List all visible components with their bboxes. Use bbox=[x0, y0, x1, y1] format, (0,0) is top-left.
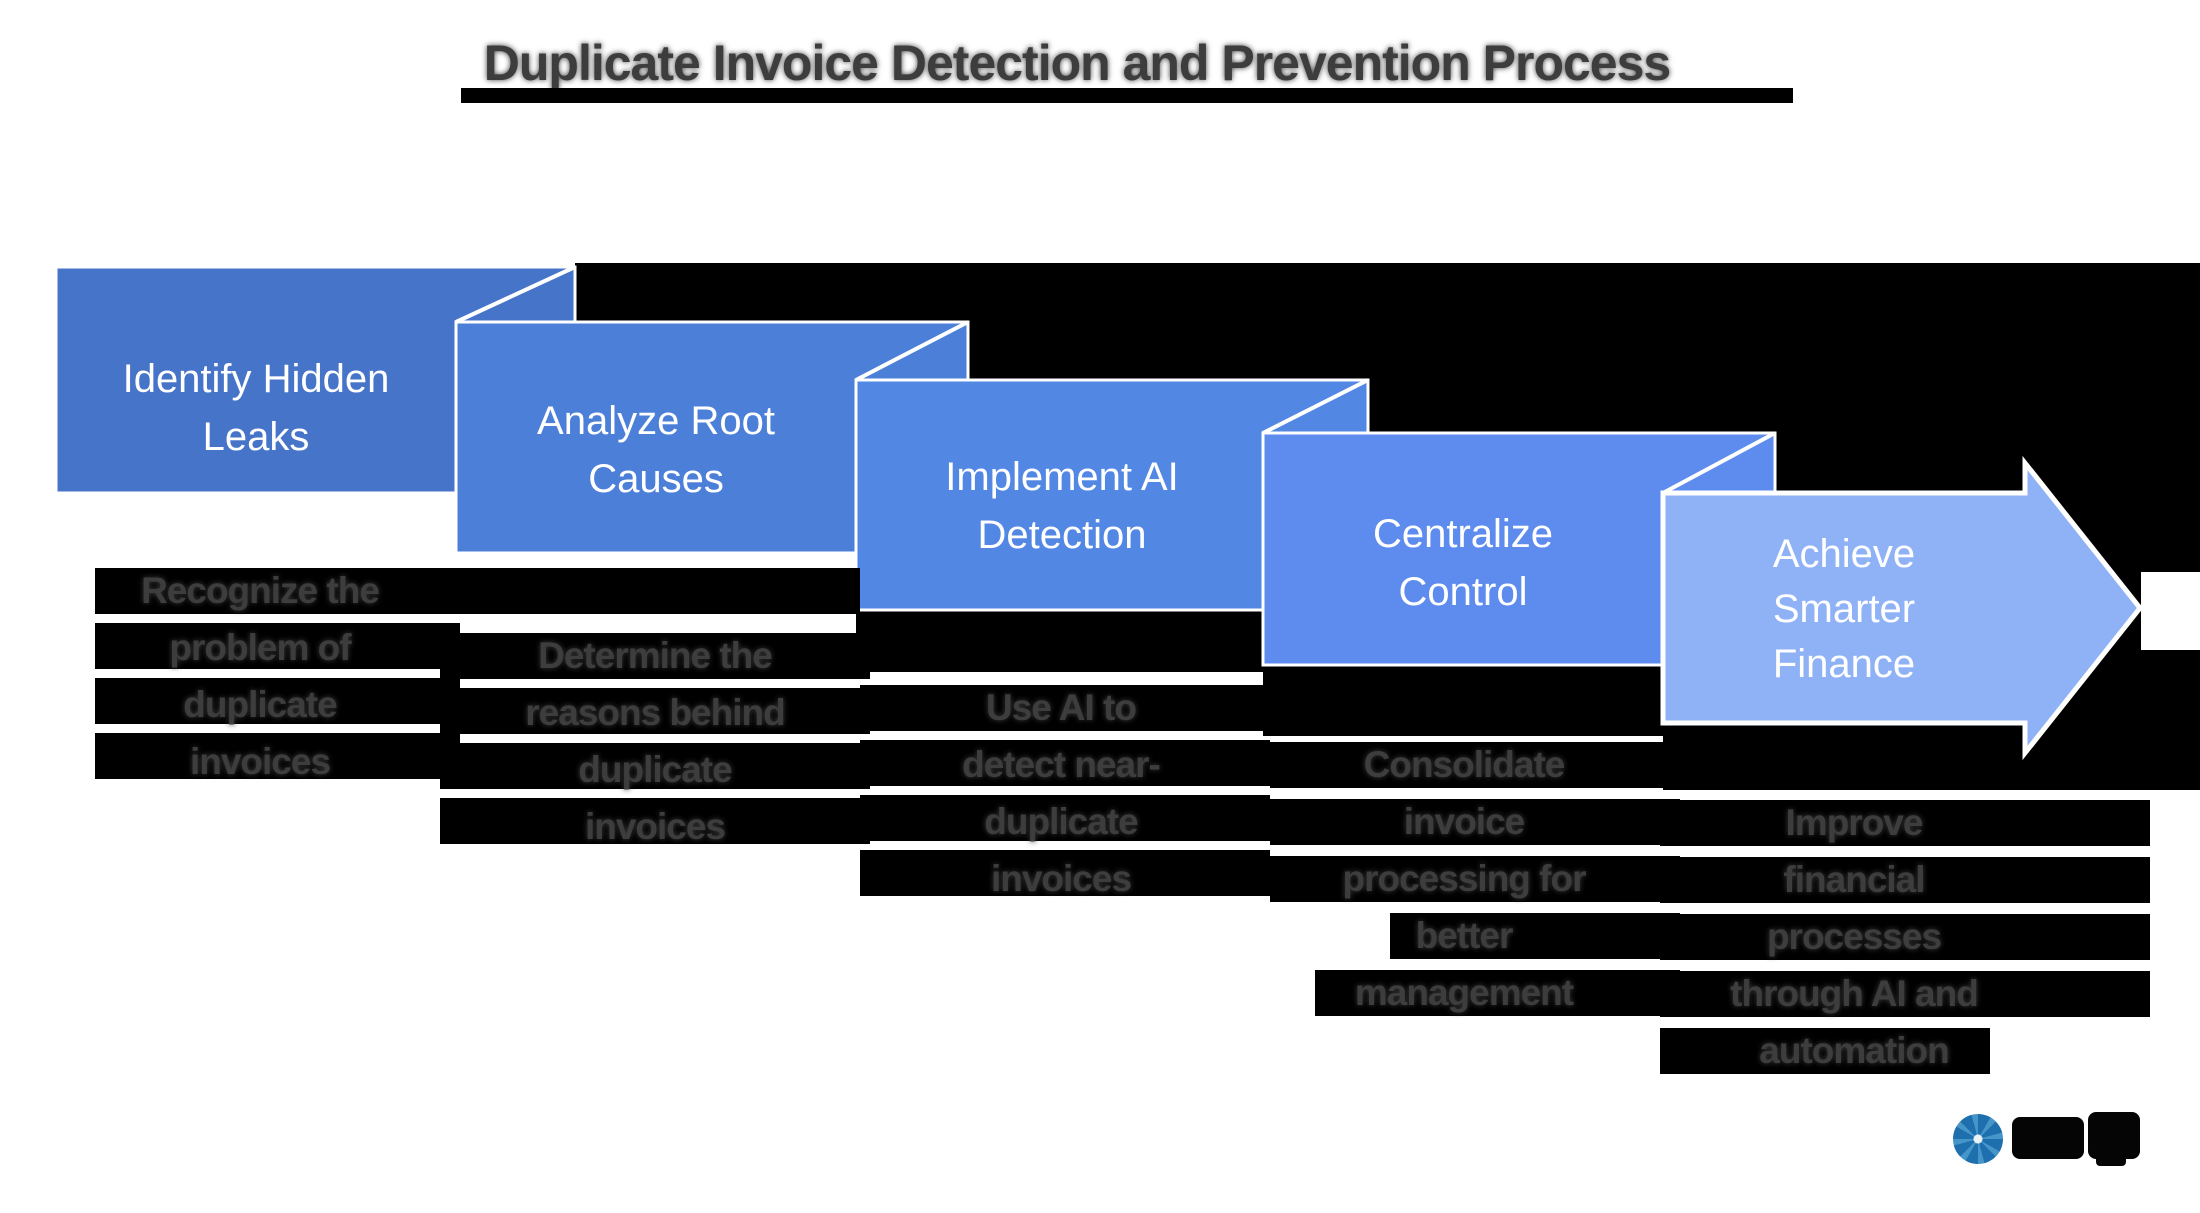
description-highlight-band bbox=[860, 850, 1270, 896]
fold-line bbox=[855, 320, 969, 382]
logo-wordmark bbox=[2096, 1152, 2126, 1166]
backdrop-rect bbox=[968, 322, 2200, 380]
description-highlight-band bbox=[440, 798, 870, 844]
step-description-1: Recognize the problem of duplicate invoi… bbox=[141, 570, 380, 782]
fold-line bbox=[1662, 431, 1776, 495]
description-highlight-band bbox=[440, 743, 870, 789]
description-highlight-band bbox=[860, 740, 1270, 786]
step-label-1: Identify Hidden Leaks bbox=[122, 357, 390, 459]
step-label-3: Implement AI Detection bbox=[945, 455, 1179, 557]
description-highlight-band bbox=[1270, 742, 1680, 788]
step-label-5: Achieve Smarter Finance bbox=[1772, 532, 1916, 686]
backdrop-rect bbox=[575, 263, 2200, 322]
step-description-4: Consolidate invoice processing for bette… bbox=[1342, 744, 1587, 1013]
step-description-5: Improve financial processes through AI a… bbox=[1730, 802, 1979, 1071]
description-highlight-band bbox=[95, 678, 460, 724]
step-label-4: Centralize Control bbox=[1372, 512, 1554, 614]
step-label-2: Analyze Root Causes bbox=[537, 399, 775, 501]
logo-wordmark bbox=[2012, 1117, 2084, 1159]
description-highlight-band bbox=[440, 688, 870, 734]
arrow-tip-notch bbox=[2141, 572, 2200, 650]
description-highlight-band bbox=[1315, 970, 1680, 1016]
step-description-3: Use AI to detect near- duplicate invoice… bbox=[962, 687, 1161, 899]
description-highlight-band bbox=[95, 623, 460, 669]
arrow-shape bbox=[1660, 455, 2144, 761]
page-title: Duplicate Invoice Detection and Preventi… bbox=[483, 35, 1671, 91]
description-highlight-band bbox=[1270, 799, 1680, 845]
step-description-2: Determine the reasons behind duplicate i… bbox=[525, 635, 785, 847]
backdrop-rect bbox=[1775, 433, 2200, 493]
logo-wordmark bbox=[2088, 1112, 2140, 1159]
description-highlight-band bbox=[860, 795, 1270, 841]
description-highlight-band bbox=[1390, 913, 1680, 959]
description-highlight-band bbox=[860, 685, 1270, 731]
description-highlight-band bbox=[1660, 800, 2150, 846]
description-highlight-band bbox=[1660, 857, 2150, 903]
fold-line bbox=[1262, 378, 1369, 435]
description-highlight-band bbox=[1270, 856, 1680, 902]
fold-line bbox=[455, 265, 576, 324]
description-highlight-band bbox=[95, 568, 860, 614]
description-highlight-band bbox=[440, 633, 870, 679]
description-highlight-band bbox=[1660, 914, 2150, 960]
description-highlight-band bbox=[1660, 971, 2150, 1017]
description-highlight-band bbox=[95, 733, 460, 779]
globe-logo-icon bbox=[1953, 1114, 2003, 1164]
description-highlight-band bbox=[1660, 1028, 1990, 1074]
backdrop-rect bbox=[1368, 380, 2200, 433]
title-underline-bar bbox=[461, 88, 1793, 103]
